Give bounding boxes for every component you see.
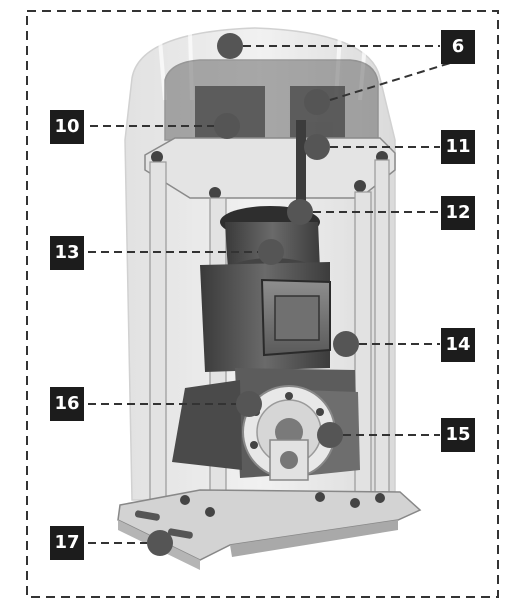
- callout-15: 15: [441, 418, 475, 452]
- callout-14: 14: [441, 328, 475, 362]
- marker-10: [214, 113, 240, 139]
- callout-6: 6: [441, 30, 475, 64]
- marker-15: [317, 422, 343, 448]
- marker-12: [287, 199, 313, 225]
- callout-10: 10: [50, 110, 84, 144]
- marker-17: [147, 530, 173, 556]
- callout-13: 13: [50, 236, 84, 270]
- marker-13: [258, 239, 284, 265]
- leader-lines: [88, 45, 461, 544]
- marker-6: [217, 33, 243, 59]
- marker-14: [333, 331, 359, 357]
- marker-16: [236, 391, 262, 417]
- callout-16: 16: [50, 387, 84, 421]
- callout-11: 11: [441, 130, 475, 164]
- base-plate: [117, 489, 422, 570]
- flange-plate: [242, 385, 336, 481]
- motor-body: [200, 262, 331, 372]
- marker-dots: [147, 33, 359, 556]
- diagram-frame: [26, 10, 499, 598]
- callout-12: 12: [441, 196, 475, 230]
- callout-17: 17: [50, 526, 84, 560]
- marker-6b: [304, 89, 330, 115]
- marker-11: [304, 134, 330, 160]
